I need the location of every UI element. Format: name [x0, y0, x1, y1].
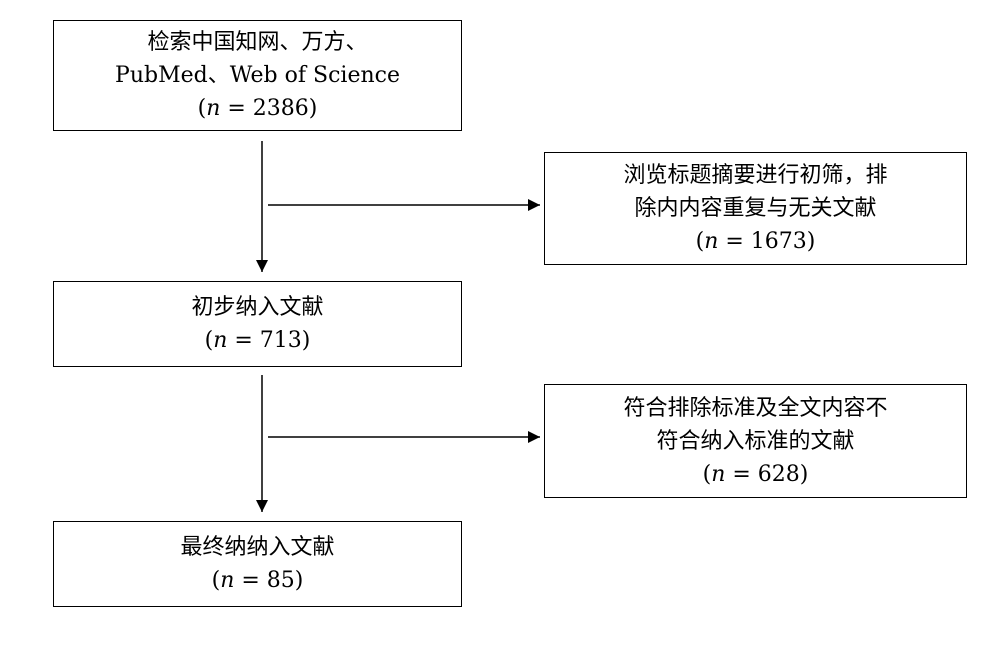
count-eq: = [220, 96, 253, 121]
search-box: 检索中国知网、万方、 PubMed、Web of Science (n = 23… [53, 20, 462, 131]
excluded-box-1: 浏览标题摘要进行初筛，排 除内内容重复与无关文献 (n = 1673) [544, 152, 967, 265]
initial-inclusion-box: 初步纳入文献 (n = 713) [53, 281, 462, 367]
count-var: n [206, 96, 221, 121]
excluded-1-line-2: 除内内容重复与无关文献 [634, 196, 877, 221]
count-eq: = [718, 229, 751, 254]
search-count: (n = 2386) [197, 96, 318, 121]
search-line-2: PubMed、Web of Science [115, 63, 400, 88]
excluded-2-line-2: 符合纳入标准的文献 [656, 428, 855, 454]
excluded-1-line-1: 浏览标题摘要进行初筛，排 [623, 163, 888, 188]
count-value: 628 [757, 461, 800, 487]
initial-count: (n = 713) [204, 328, 311, 353]
excluded-2-count: (n = 628) [702, 461, 809, 487]
count-value: 85 [266, 568, 295, 593]
excluded-box-2: 符合排除标准及全文内容不 符合纳入标准的文献 (n = 628) [544, 384, 967, 498]
initial-line-1: 初步纳入文献 [191, 295, 324, 320]
final-line-1: 最终纳纳入文献 [180, 535, 335, 560]
count-value: 2386 [252, 96, 309, 121]
count-var: n [213, 328, 228, 353]
final-inclusion-box: 最终纳纳入文献 (n = 85) [53, 521, 462, 607]
count-eq: = [227, 328, 260, 353]
excluded-2-line-1: 符合排除标准及全文内容不 [623, 395, 888, 421]
count-eq: = [725, 461, 758, 487]
final-count: (n = 85) [211, 568, 304, 593]
count-value: 713 [259, 328, 302, 353]
excluded-1-count: (n = 1673) [695, 229, 816, 254]
count-var: n [220, 568, 235, 593]
count-value: 1673 [750, 229, 807, 254]
count-var: n [704, 229, 719, 254]
search-line-1: 检索中国知网、万方、 [147, 30, 368, 55]
count-eq: = [234, 568, 267, 593]
count-var: n [711, 461, 726, 487]
